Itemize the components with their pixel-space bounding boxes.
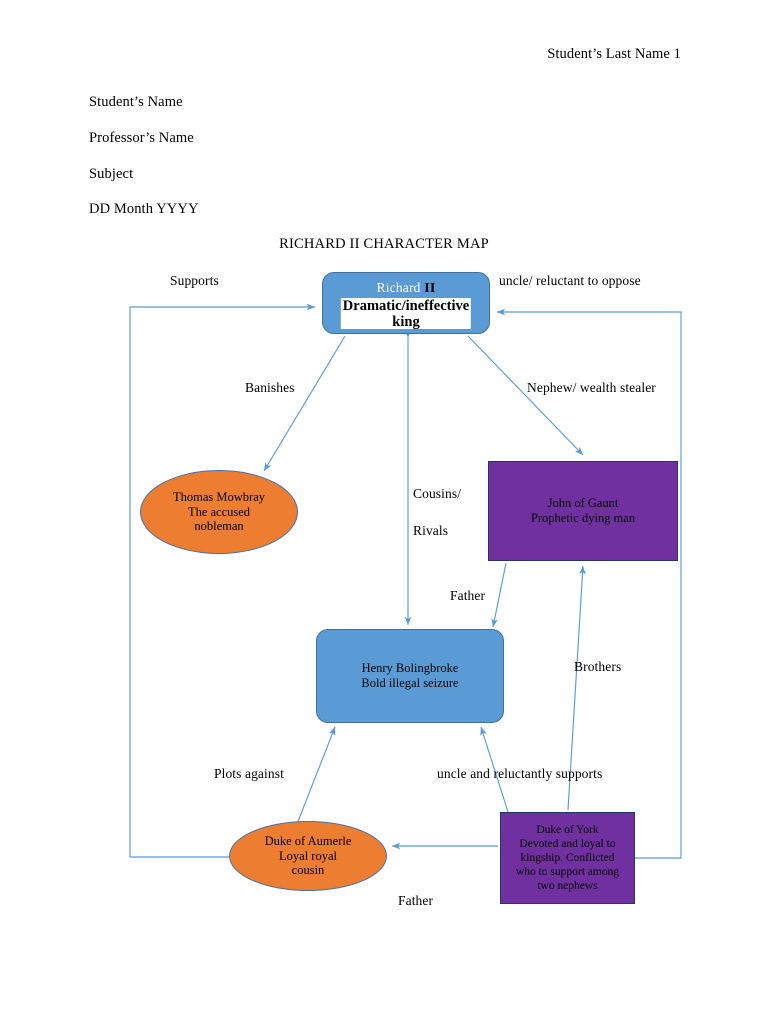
edge-label-uncle-and-reluctantly-supports: uncle and reluctantly supports xyxy=(437,766,603,781)
mowbray-line-3: nobleman xyxy=(194,519,244,534)
edge-father-gaunt-henry xyxy=(491,562,507,628)
heading-professor-name: Professor’s Name xyxy=(89,130,194,146)
edge-label-father-york-aumerle: Father xyxy=(398,893,434,908)
richard-name-numeral: II xyxy=(424,281,436,296)
edge-brothers xyxy=(567,565,586,811)
gaunt-line-2: Prophetic dying man xyxy=(530,511,636,525)
heading-date: DD Month YYYY xyxy=(89,201,199,217)
henry-line-1: Henry Bolingbroke xyxy=(361,661,459,676)
aumerle-line-1: Duke of Aumerle xyxy=(264,833,352,848)
richard-overlay-textbox: Dramatic/ineffective king xyxy=(340,298,472,330)
richard-name-line: Richard II xyxy=(323,280,489,298)
node-duke-of-aumerle[interactable]: Duke of Aumerle Loyal royal cousin xyxy=(229,821,387,891)
edge-label-brothers: Brothers xyxy=(574,659,622,674)
node-henry-bolingbroke[interactable]: Henry Bolingbroke Bold illegal seizure xyxy=(316,629,504,723)
mowbray-line-2: The accused xyxy=(187,504,251,519)
node-richard-ii[interactable]: Richard II Dramatic/ineffective king xyxy=(322,272,490,334)
node-label: Henry Bolingbroke Bold illegal seizure xyxy=(361,661,458,691)
richard-overlay-line1: Dramatic/ineffective xyxy=(342,298,470,314)
richard-overlay-line2: king xyxy=(392,314,420,330)
henry-line-2: Bold illegal seizure xyxy=(361,676,459,690)
edge-label-uncle-reluctant-to-oppose: uncle/ reluctant to oppose xyxy=(499,273,641,288)
edge-plots-against xyxy=(296,726,336,825)
node-thomas-mowbray[interactable]: Thomas Mowbray The accused nobleman xyxy=(140,470,298,554)
edge-uncle-supports xyxy=(480,726,509,813)
edge-label-nephew-wealth-stealer: Nephew/ wealth stealer xyxy=(527,380,656,395)
richard-text-stack: Richard II Dramatic/ineffective king xyxy=(323,273,489,333)
edge-label-cousins: Cousins/ xyxy=(413,486,462,501)
node-john-of-gaunt[interactable]: John of Gaunt Prophetic dying man xyxy=(488,461,678,561)
node-duke-of-york[interactable]: Duke of York Devoted and loyal to kingsh… xyxy=(500,812,635,904)
heading-student-name: Student’s Name xyxy=(89,94,183,110)
node-label: Thomas Mowbray The accused nobleman xyxy=(173,490,265,534)
york-line-1: Duke of York xyxy=(536,823,599,836)
node-label: Duke of Aumerle Loyal royal cousin xyxy=(265,834,352,878)
page-title: RICHARD II CHARACTER MAP xyxy=(279,236,489,252)
node-label: Duke of York Devoted and loyal to kingsh… xyxy=(516,823,619,893)
york-line-4: who to support among xyxy=(515,866,620,878)
node-label: John of Gaunt Prophetic dying man xyxy=(531,496,635,526)
aumerle-line-2: Loyal royal xyxy=(279,848,337,863)
aumerle-line-3: cousin xyxy=(291,863,325,878)
edge-uncle-oppose xyxy=(496,308,682,859)
edge-label-banishes: Banishes xyxy=(245,380,295,395)
edge-label-father-gaunt-henry: Father xyxy=(450,588,486,603)
edge-label-supports: Supports xyxy=(170,273,219,288)
york-line-2: Devoted and loyal to xyxy=(519,837,616,850)
mowbray-line-1: Thomas Mowbray xyxy=(173,489,265,504)
edge-label-rivals: Rivals xyxy=(413,523,449,538)
running-head: Student’s Last Name 1 xyxy=(547,46,681,62)
edge-label-plots-against: Plots against xyxy=(214,766,284,781)
york-line-3: kingship. Conflicted xyxy=(520,851,615,864)
heading-subject: Subject xyxy=(89,166,134,182)
edge-banishes xyxy=(263,335,346,472)
edge-supports xyxy=(129,303,316,858)
richard-name-white: Richard xyxy=(376,280,425,295)
edge-nephew xyxy=(467,335,584,456)
york-line-5: two nephews xyxy=(537,880,598,893)
gaunt-line-1: John of Gaunt xyxy=(547,496,619,511)
